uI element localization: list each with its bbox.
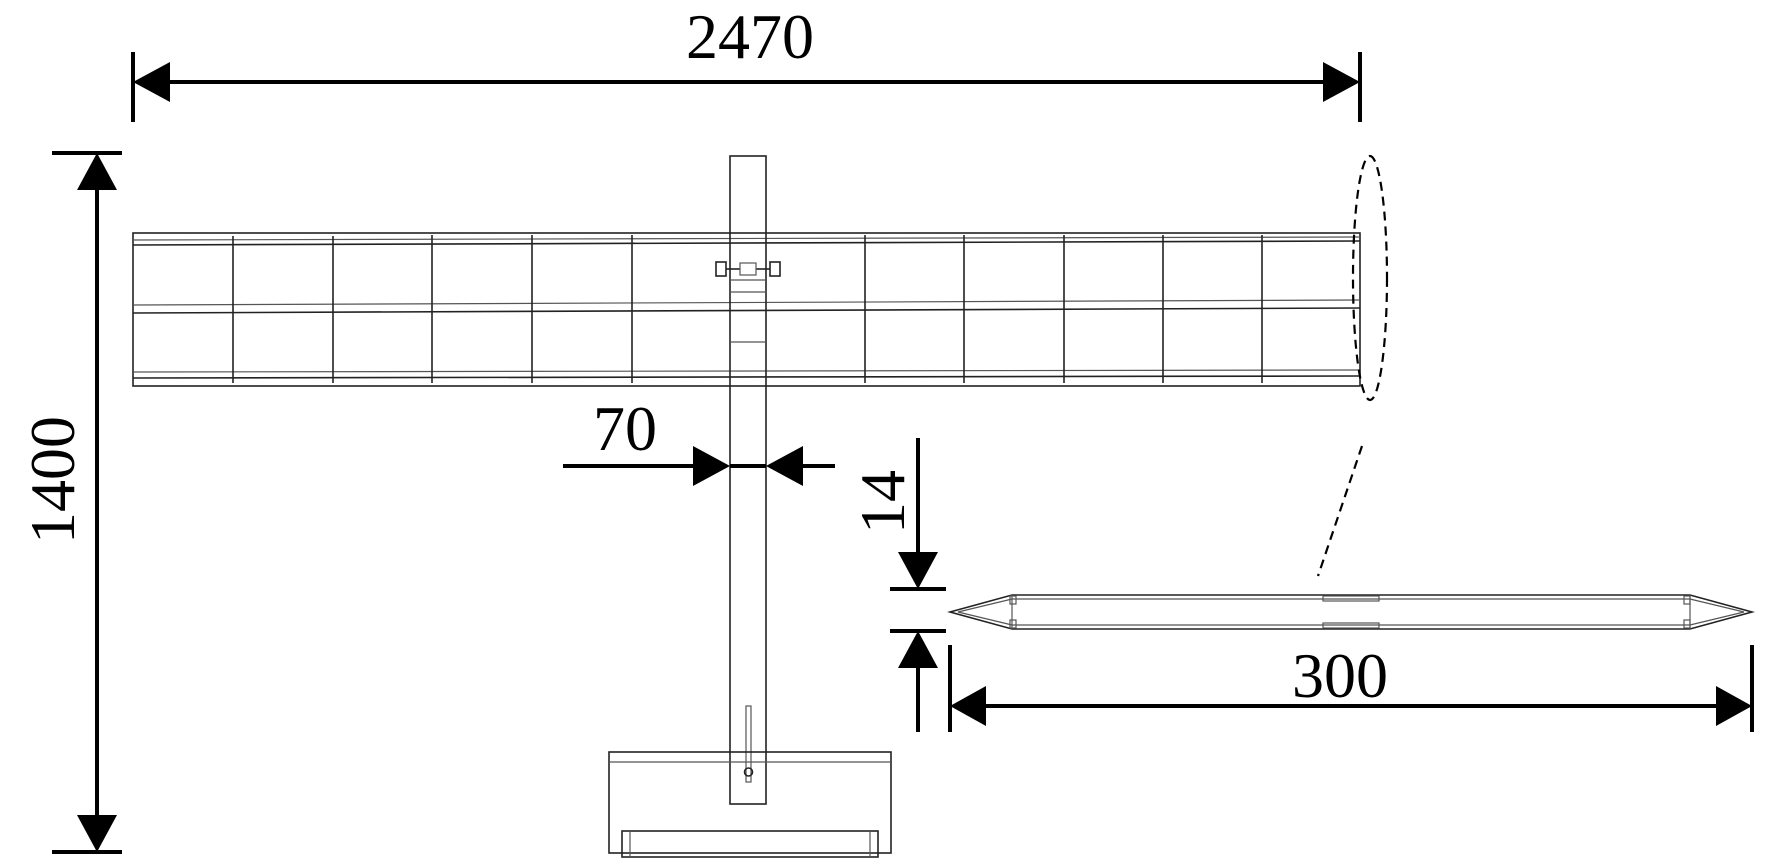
section-thickness-label: 14: [847, 470, 918, 534]
length-dimension: 1400: [17, 151, 122, 854]
wing-mount-bolts: [715, 261, 781, 277]
wing: [132, 232, 1361, 387]
wingspan-label: 2470: [686, 1, 814, 72]
fuselage-width-label: 70: [593, 393, 657, 464]
section-thickness-dimension: 14: [847, 438, 946, 732]
tail: [608, 751, 892, 858]
fuselage: [715, 155, 781, 805]
length-label: 1400: [17, 416, 88, 544]
wing-section: [946, 594, 1756, 630]
detail-callout: [1316, 154, 1389, 577]
fuselage-width-dimension: 70: [563, 393, 835, 486]
section-chord-label: 300: [1292, 640, 1388, 711]
section-chord-dimension: 300: [948, 640, 1754, 732]
wingspan-dimension: 2470: [131, 1, 1362, 122]
wing-ribs: [232, 235, 1263, 383]
